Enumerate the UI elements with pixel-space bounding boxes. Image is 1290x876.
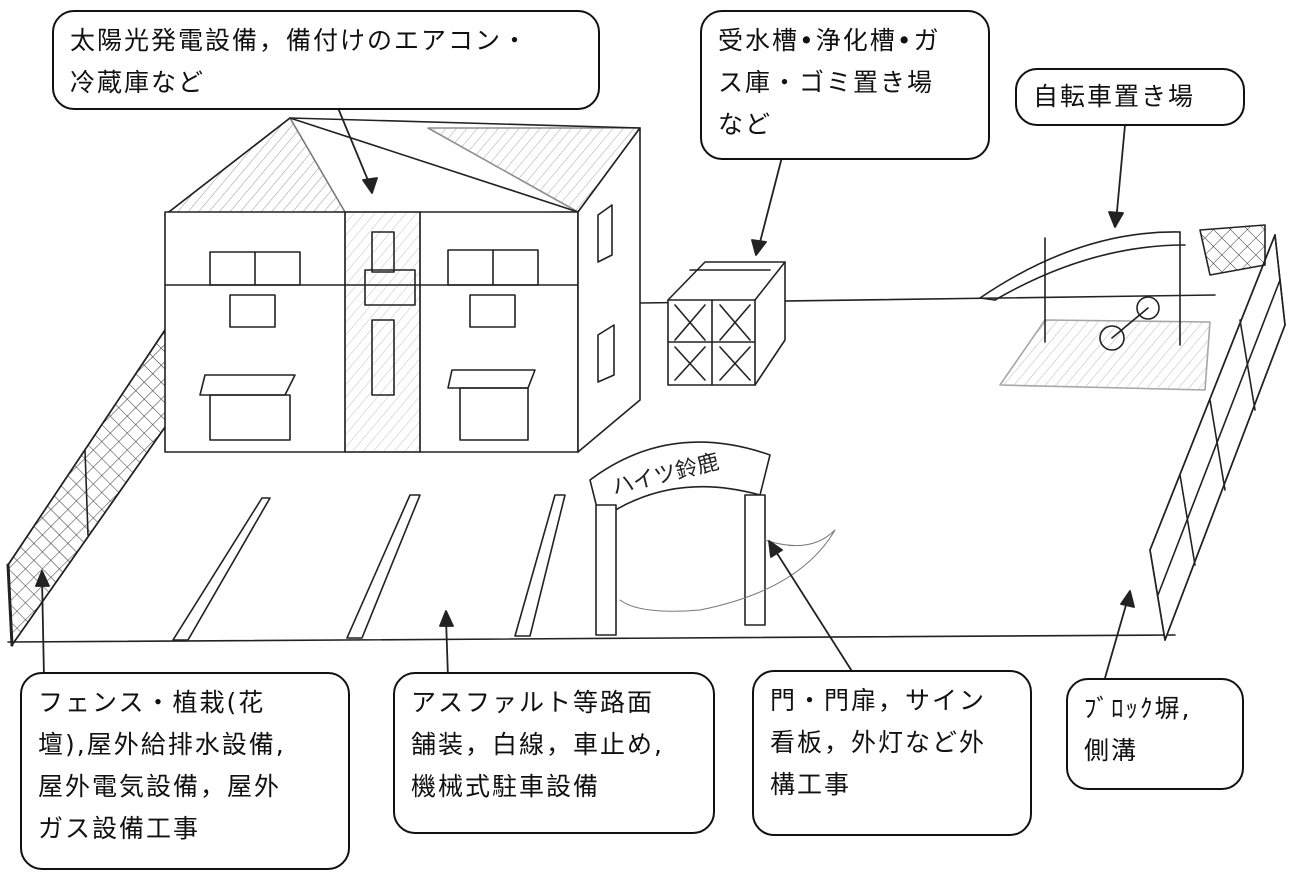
bicycle-shelter <box>979 231 1211 391</box>
arrow-building <box>337 107 373 191</box>
apartment-building <box>164 117 641 453</box>
gate-arch: ハイツ鈴鹿 <box>589 441 836 636</box>
callout-bicycle-line-1: 自転車置き場 <box>1033 82 1196 111</box>
callout-gate-line-2: 看板，外灯など外 <box>770 728 987 757</box>
callout-tanks-line-1: 受水槽•浄化槽•ガ <box>718 26 941 55</box>
callout-fence-line-1: フェンス・植栽(花 <box>38 688 266 717</box>
callout-gate-line-1: 門・門扉，サイン <box>770 686 987 715</box>
callout-paving: アスファルト等路面 舗装，白線，車止め, 機械式駐車設備 <box>393 672 715 834</box>
callout-tanks-line-3: など <box>718 110 773 139</box>
arrow-paving <box>445 617 449 679</box>
callout-fence: フェンス・植栽(花 壇),屋外給排水設備, 屋外電気設備，屋外 ガス設備工事 <box>20 672 350 870</box>
callout-tanks-line-2: ス庫・ゴミ置き場 <box>718 68 935 97</box>
callout-building-line-2: 冷蔵庫など <box>70 68 206 97</box>
block-wall <box>1149 224 1286 641</box>
callout-fence-line-3: 屋外電気設備，屋外 <box>38 772 282 801</box>
arrows <box>35 107 1135 679</box>
arrow-gate <box>772 546 856 677</box>
callout-block-line-1: ﾌﾞﾛｯｸ塀, <box>1084 694 1192 723</box>
arrow-block <box>1104 597 1129 679</box>
arrow-tanks <box>757 156 783 251</box>
callout-block: ﾌﾞﾛｯｸ塀, 側溝 <box>1066 678 1244 790</box>
callout-fence-line-2: 壇),屋外給排水設備, <box>38 730 286 759</box>
parking-lines <box>172 494 566 641</box>
callout-building: 太陽光発電設備，備付けのエアコン・ 冷蔵庫など <box>52 10 600 110</box>
callout-bicycle: 自転車置き場 <box>1015 68 1245 126</box>
callout-block-line-2: 側溝 <box>1084 736 1139 765</box>
tank-storage <box>667 261 786 386</box>
callout-paving-line-1: アスファルト等路面 <box>411 688 655 717</box>
arrow-bicycle <box>1115 124 1126 223</box>
callout-gate: 門・門扉，サイン 看板，外灯など外 構工事 <box>752 670 1032 836</box>
callout-paving-line-2: 舗装，白線，車止め, <box>411 730 664 759</box>
arrow-fence <box>41 577 45 679</box>
callout-paving-line-3: 機械式駐車設備 <box>411 772 601 801</box>
callout-gate-line-3: 構工事 <box>770 770 852 799</box>
callout-tanks: 受水槽•浄化槽•ガ ス庫・ゴミ置き場 など <box>700 10 990 160</box>
callout-fence-line-4: ガス設備工事 <box>38 814 201 843</box>
left-fence <box>6 329 171 647</box>
callout-building-line-1: 太陽光発電設備，備付けのエアコン・ <box>70 26 530 55</box>
